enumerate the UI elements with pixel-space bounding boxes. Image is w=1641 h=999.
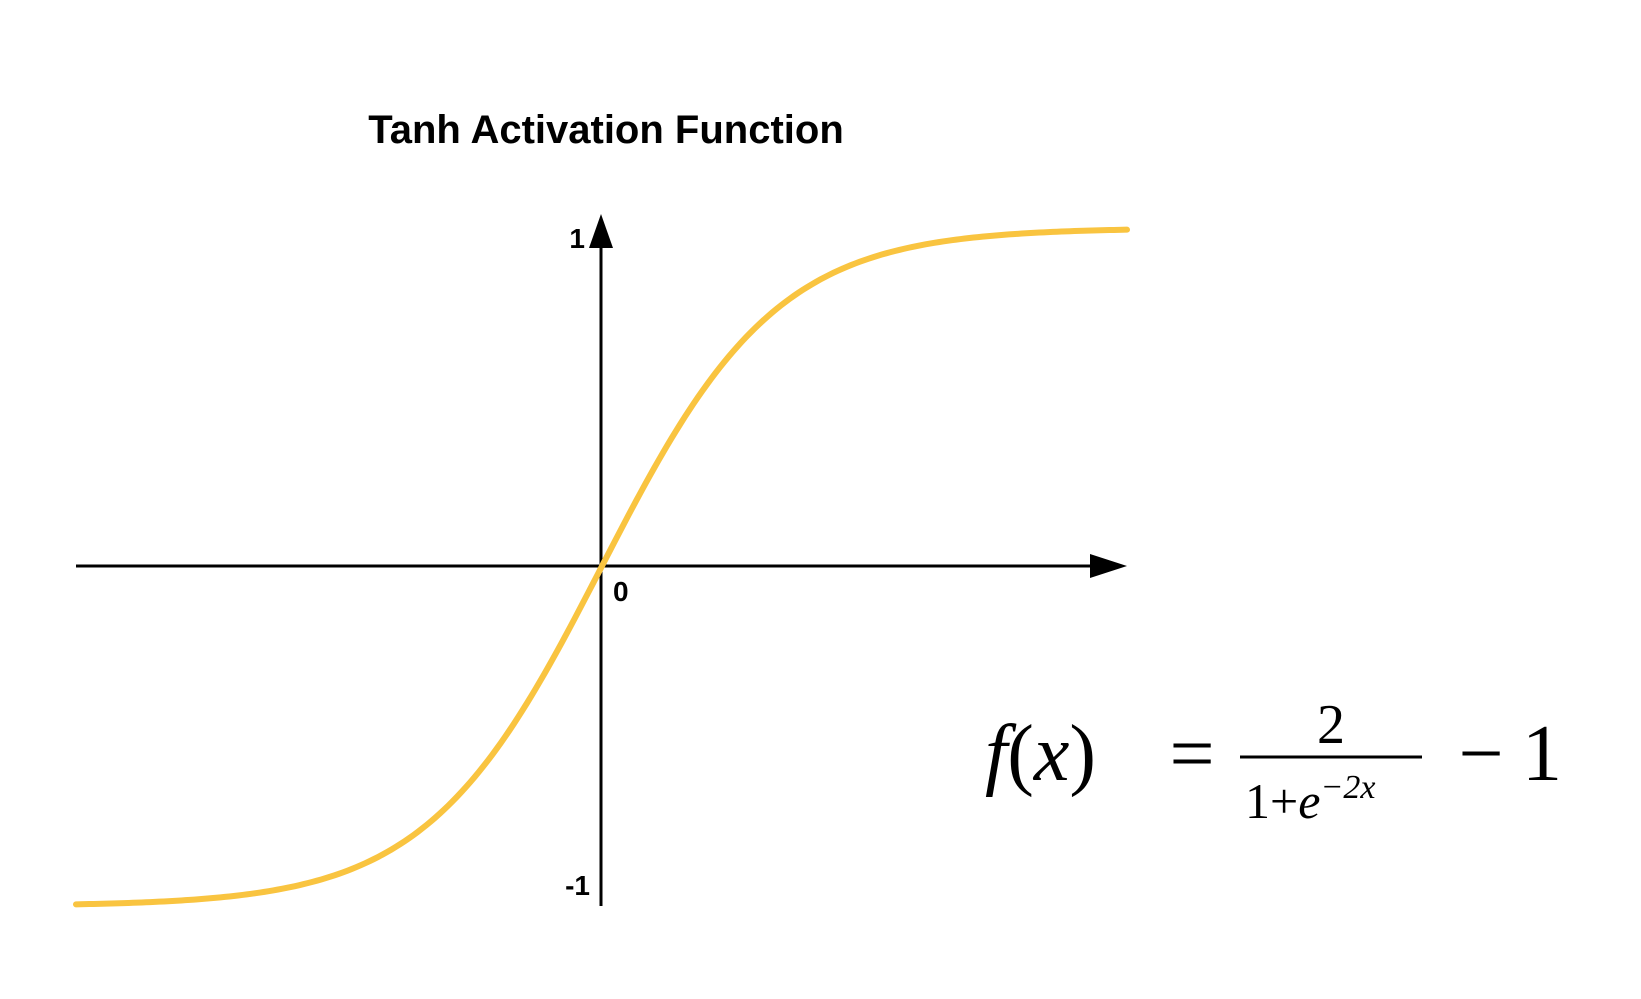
origin-label: 0: [613, 576, 629, 607]
formula-x: x: [1033, 710, 1070, 798]
formula-open-paren: (: [1007, 710, 1034, 798]
formula-den-e: e: [1298, 773, 1320, 829]
formula-equals: =: [1169, 710, 1214, 798]
y-tick-label-top: 1: [569, 223, 585, 254]
formula-den-exponent: −2x: [1320, 769, 1375, 806]
chart-title: Tanh Activation Function: [368, 108, 844, 152]
formula-close-paren: ): [1069, 710, 1096, 798]
formula: f(x) = 2 1+e−2x − 1: [985, 694, 1562, 829]
series-line: [73, 226, 1130, 908]
formula-lhs: f(x): [985, 710, 1096, 798]
y-axis-arrow: [589, 214, 613, 248]
formula-one: 1: [1522, 710, 1562, 798]
formula-minus: −: [1458, 710, 1503, 798]
formula-denominator: 1+e−2x: [1245, 769, 1375, 829]
formula-den-one: 1+: [1245, 773, 1298, 829]
x-axis-arrow: [1090, 554, 1127, 578]
formula-numerator: 2: [1317, 694, 1345, 756]
y-tick-label-bottom: -1: [565, 870, 590, 901]
